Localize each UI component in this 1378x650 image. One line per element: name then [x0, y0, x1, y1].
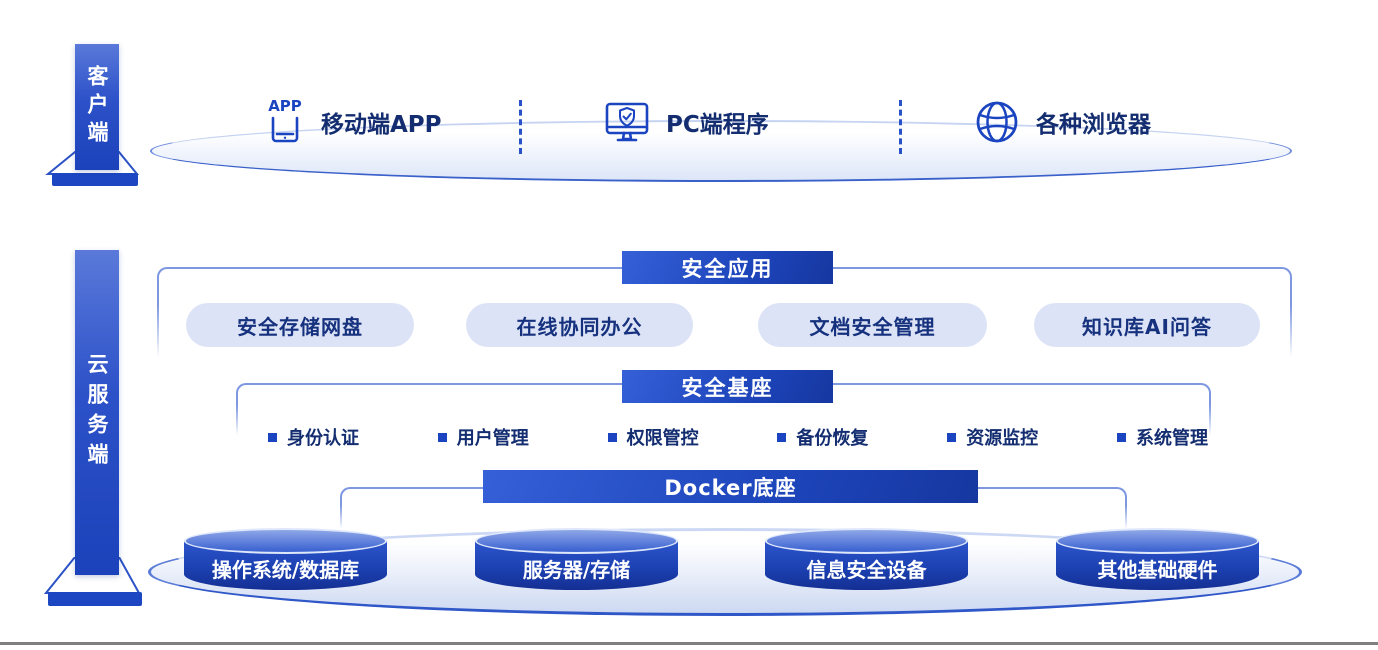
cylinder-label: 服务器/存储	[522, 558, 631, 582]
bullet-square-icon	[437, 432, 447, 442]
cylinder-security-device: 信息安全设备	[765, 528, 968, 590]
browser-globe-icon	[976, 101, 1018, 143]
fade-left	[154, 305, 162, 375]
client-item-mobile-app: APP 移动端APP	[265, 94, 442, 150]
cylinder-label: 信息安全设备	[806, 558, 927, 582]
client-item-label: 移动端APP	[321, 112, 442, 138]
client-side-label: 客户端	[75, 44, 119, 170]
cylinder-top	[1056, 528, 1259, 554]
pill-online-collaboration: 在线协同办公	[466, 303, 693, 347]
client-item-browser: 各种浏览器	[974, 94, 1151, 150]
fade-left	[337, 505, 345, 537]
cylinder-label: 操作系统/数据库	[211, 558, 360, 582]
client-item-label: 各种浏览器	[1036, 112, 1151, 138]
bullet-square-icon	[1116, 432, 1126, 442]
divider-dashed-1	[519, 100, 522, 154]
base-item-user-mgmt: 用户管理	[437, 424, 529, 450]
fade-right	[1206, 405, 1214, 445]
base-item-label: 用户管理	[456, 428, 529, 449]
pill-secure-storage: 安全存储网盘	[186, 303, 414, 347]
cylinder-top	[765, 528, 968, 554]
fade-right	[1287, 305, 1295, 375]
base-item-permission: 权限管控	[607, 424, 699, 450]
cylinder-other-hardware: 其他基础硬件	[1056, 528, 1259, 590]
cloud-side-label: 云服务端	[75, 250, 119, 575]
cylinder-top	[475, 528, 678, 554]
client-platform-ellipse	[150, 120, 1292, 182]
pill-knowledge-ai: 知识库AI问答	[1034, 303, 1260, 347]
base-item-identity: 身份认证	[268, 424, 359, 450]
security-app-title-bar: 安全应用	[622, 251, 833, 284]
bullet-square-icon	[947, 432, 957, 442]
base-item-resource-monitor: 资源监控	[947, 424, 1038, 450]
pc-shield-icon	[605, 102, 649, 142]
bullet-square-icon	[607, 432, 617, 442]
base-item-label: 资源监控	[966, 428, 1039, 449]
cylinder-server-storage: 服务器/存储	[475, 528, 678, 590]
client-item-pc: PC端程序	[604, 94, 769, 150]
base-item-label: 系统管理	[1135, 428, 1208, 449]
cylinder-label: 其他基础硬件	[1097, 558, 1218, 582]
security-base-items: 身份认证 用户管理 权限管控 备份恢复 资源监控 系统管理	[268, 424, 1208, 450]
fade-left	[233, 405, 241, 445]
base-item-system-mgmt: 系统管理	[1116, 424, 1208, 450]
client-item-label: PC端程序	[666, 112, 769, 138]
slide-bottom-edge	[0, 642, 1378, 645]
docker-title-bar: Docker底座	[483, 470, 978, 503]
base-item-label: 身份认证	[287, 428, 359, 449]
app-icon-text: APP	[268, 97, 302, 115]
bullet-square-icon	[268, 432, 277, 442]
bullet-square-icon	[777, 432, 787, 442]
pill-document-security: 文档安全管理	[758, 303, 987, 347]
divider-dashed-2	[899, 100, 902, 154]
base-item-backup: 备份恢复	[777, 424, 868, 450]
cylinder-top	[184, 528, 387, 554]
mobile-app-icon: APP	[268, 97, 302, 143]
base-item-label: 权限管控	[626, 428, 699, 449]
base-item-label: 备份恢复	[796, 428, 869, 449]
cylinder-os-database: 操作系统/数据库	[184, 528, 387, 590]
fade-right	[1122, 505, 1130, 537]
security-base-title-bar: 安全基座	[622, 370, 833, 403]
